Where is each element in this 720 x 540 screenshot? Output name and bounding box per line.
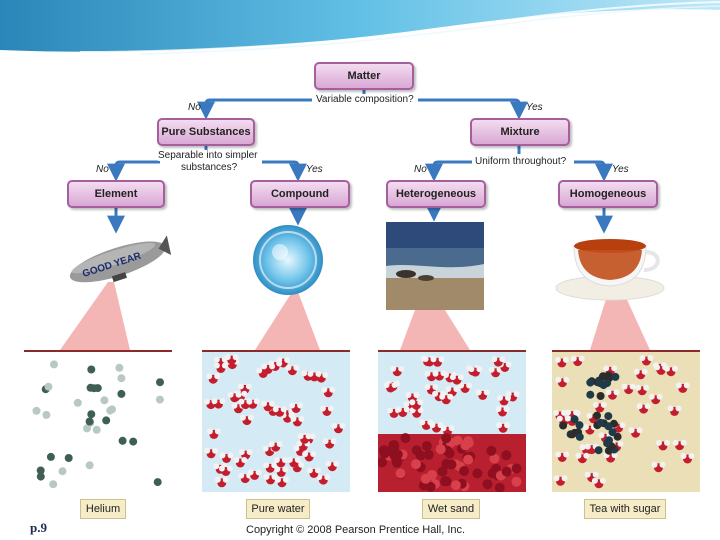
panel-tea-with-sugar bbox=[552, 350, 700, 492]
label-wet-sand: Wet sand bbox=[422, 499, 480, 519]
answer-yes-3: Yes bbox=[612, 164, 629, 175]
beach-image bbox=[386, 222, 484, 310]
question-variable-composition: Variable composition? bbox=[314, 94, 416, 105]
question-separable-line1: Separable into simpler bbox=[158, 150, 258, 161]
tea-cup-image bbox=[552, 232, 668, 304]
copyright-notice: Copyright © 2008 Pearson Prentice Hall, … bbox=[246, 524, 465, 536]
panel-helium bbox=[24, 350, 172, 492]
label-helium: Helium bbox=[80, 499, 126, 519]
blimp-image: GOOD YEAR bbox=[62, 232, 172, 288]
answer-no-3: No bbox=[414, 164, 427, 175]
water-splash-image bbox=[250, 222, 326, 298]
page-number: p.9 bbox=[30, 520, 47, 536]
node-heterogeneous: Heterogeneous bbox=[386, 180, 486, 208]
node-element: Element bbox=[67, 180, 165, 208]
question-uniform-throughout: Uniform throughout? bbox=[473, 156, 568, 167]
node-matter: Matter bbox=[314, 62, 414, 90]
label-tea-with-sugar: Tea with sugar bbox=[584, 499, 666, 519]
node-pure-substances: Pure Substances bbox=[157, 118, 255, 146]
answer-yes-2: Yes bbox=[306, 164, 323, 175]
answer-no-1: No bbox=[188, 102, 201, 113]
node-mixture: Mixture bbox=[470, 118, 570, 146]
answer-no-2: No bbox=[96, 164, 109, 175]
answer-yes-1: Yes bbox=[526, 102, 543, 113]
node-homogeneous: Homogeneous bbox=[558, 180, 658, 208]
label-pure-water: Pure water bbox=[246, 499, 310, 519]
node-compound: Compound bbox=[250, 180, 350, 208]
panel-wet-sand bbox=[378, 350, 526, 492]
panel-pure-water bbox=[202, 350, 350, 492]
question-separable-line2: substances? bbox=[181, 162, 237, 173]
